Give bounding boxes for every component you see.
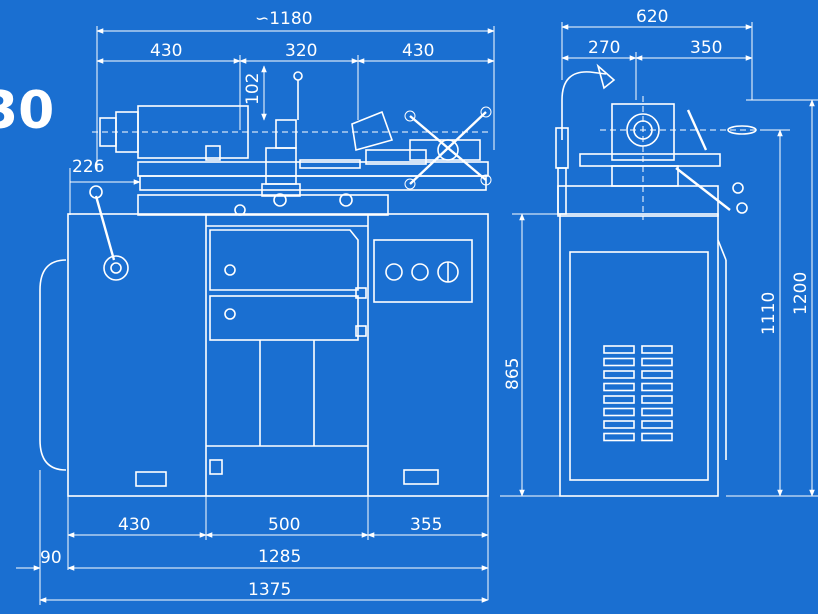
tailstock <box>351 106 492 190</box>
vent-slot <box>603 357 635 367</box>
dim-tool-post-height: 102 <box>243 73 263 105</box>
side-view: 620 270 350 <box>500 7 818 497</box>
side-vertical-dimensions <box>500 99 818 497</box>
vent-slot <box>603 345 635 354</box>
vent-slot <box>641 357 673 367</box>
dim-side-left: 270 <box>588 38 620 58</box>
vent-slots <box>603 345 673 442</box>
work-lamp <box>555 63 616 215</box>
vent-slot <box>641 420 673 429</box>
vent-slot <box>603 370 635 379</box>
vent-slot <box>603 382 635 392</box>
side-headstock <box>557 96 770 220</box>
dim-total-height: 1200 <box>791 272 811 315</box>
front-top-dimensions <box>69 26 495 215</box>
vent-slot <box>641 382 673 392</box>
lathe-bed <box>137 159 489 191</box>
dim-base-length: 1285 <box>258 547 301 567</box>
dim-tailstock-length: 430 <box>402 41 434 61</box>
dim-carriage-length: 320 <box>285 41 317 61</box>
vent-slot <box>641 345 673 354</box>
dim-total-length: 1375 <box>248 580 291 600</box>
vent-slot <box>603 420 635 429</box>
dim-bed-height: 865 <box>503 358 523 390</box>
vent-slot <box>603 432 635 442</box>
dim-overhang: 90 <box>40 548 62 568</box>
dim-spindle-height: 1110 <box>759 292 779 335</box>
dim-side-right: 350 <box>690 38 722 58</box>
dim-overall-length: ∽1180 <box>255 9 313 29</box>
vent-slot <box>641 407 673 417</box>
dim-left-cabinet: 430 <box>118 515 150 535</box>
dim-side-width: 620 <box>636 7 668 27</box>
vent-slot <box>603 395 635 404</box>
side-cabinet <box>559 213 727 497</box>
dim-right-cabinet: 355 <box>410 515 442 535</box>
vent-slot <box>603 407 635 417</box>
machine-cabinet <box>39 185 489 497</box>
vent-slot <box>641 395 673 404</box>
dim-spindle-offset: 226 <box>72 157 104 177</box>
front-view: ∽1180 430 320 430 102 226 <box>16 9 495 605</box>
side-top-dimensions <box>561 22 753 100</box>
front-bottom-dimensions <box>16 470 489 605</box>
dim-headstock-length: 430 <box>150 41 182 61</box>
vent-slot <box>641 370 673 379</box>
model-number-fragment: 30 <box>0 81 54 141</box>
vent-slot <box>641 432 673 442</box>
dim-middle-cabinet: 500 <box>268 515 300 535</box>
headstock <box>92 105 490 161</box>
